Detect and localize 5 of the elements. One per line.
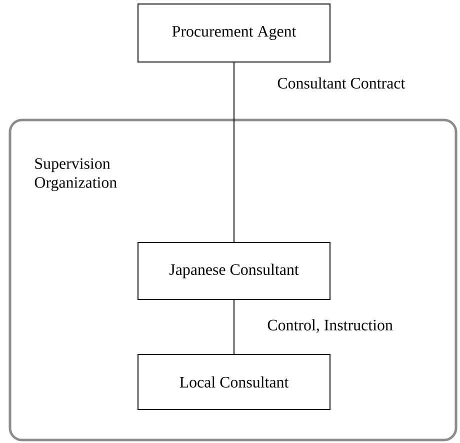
process-box: Japanese Consultant — [138, 242, 330, 300]
edge-label: Consultant Contract — [276, 76, 406, 90]
process-box: Procurement Agent — [138, 4, 330, 62]
process-box: Local Consultant — [138, 354, 330, 410]
edge-label: Control, Instruction — [266, 318, 394, 334]
